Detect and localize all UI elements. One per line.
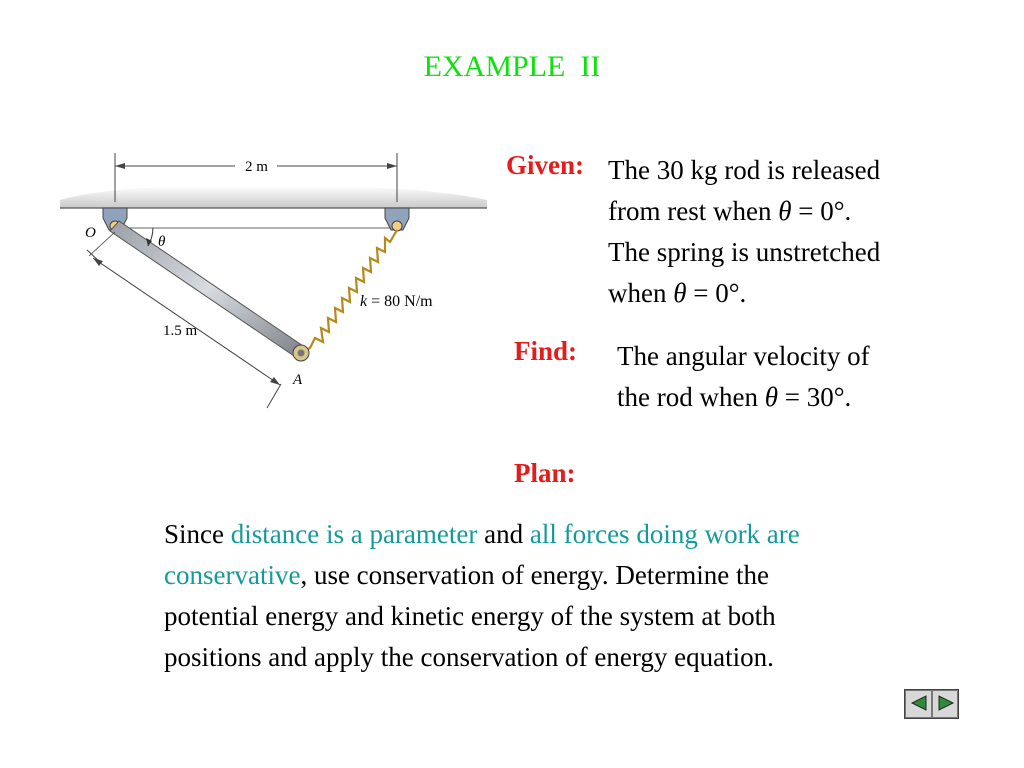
plan-line-4: positions and apply the conservation of … [164, 642, 774, 672]
theta-label: θ [158, 234, 166, 250]
plan-label: Plan: [514, 458, 576, 488]
given-label: Given: [506, 150, 584, 180]
dim-top-label: 2 m [245, 159, 268, 175]
plan-line-1: Since distance is a parameter and all fo… [164, 519, 800, 549]
ceiling-surface [60, 185, 487, 208]
spring-constant-label: k = 80 N/m [360, 293, 433, 310]
find-line-1: The angular velocity of [617, 341, 870, 371]
slide-title: EXAMPLE II [423, 50, 601, 83]
given-line-3: The spring is unstretched [608, 237, 881, 267]
triangle-right-icon [938, 695, 954, 711]
given-line-1: The 30 kg rod is released [608, 155, 881, 185]
plan-line-3: potential energy and kinetic energy of t… [164, 601, 776, 631]
find-line-2: the rod when θ = 30°. [617, 382, 852, 412]
spring [302, 229, 398, 353]
next-slide-button[interactable] [931, 690, 958, 718]
find-text: The angular velocity of the rod when θ =… [617, 336, 1007, 418]
rod-spring-diagram: 2 m 1.5 m O A θ k = 80 N/m [55, 138, 495, 418]
find-label: Find: [514, 336, 578, 366]
highlight-forces: all forces doing work are [529, 519, 800, 549]
given-line-2: from rest when θ = 0°. [608, 196, 852, 226]
previous-slide-button[interactable] [905, 690, 932, 718]
point-a-label: A [292, 372, 303, 388]
slide-navigation [904, 689, 959, 719]
pin-support-spring [384, 207, 410, 231]
given-text: The 30 kg rod is released from rest when… [608, 150, 1008, 314]
highlight-distance: distance is a parameter [230, 519, 478, 549]
given-line-4: when θ = 0°. [608, 278, 747, 308]
plan-line-2: conservative, use conservation of energy… [164, 560, 770, 590]
plan-paragraph: Since distance is a parameter and all fo… [164, 514, 994, 678]
dim-rod-label: 1.5 m [163, 323, 198, 339]
point-o-label: O [85, 225, 96, 241]
triangle-left-icon [910, 695, 927, 711]
highlight-conservative: conservative [164, 560, 301, 590]
